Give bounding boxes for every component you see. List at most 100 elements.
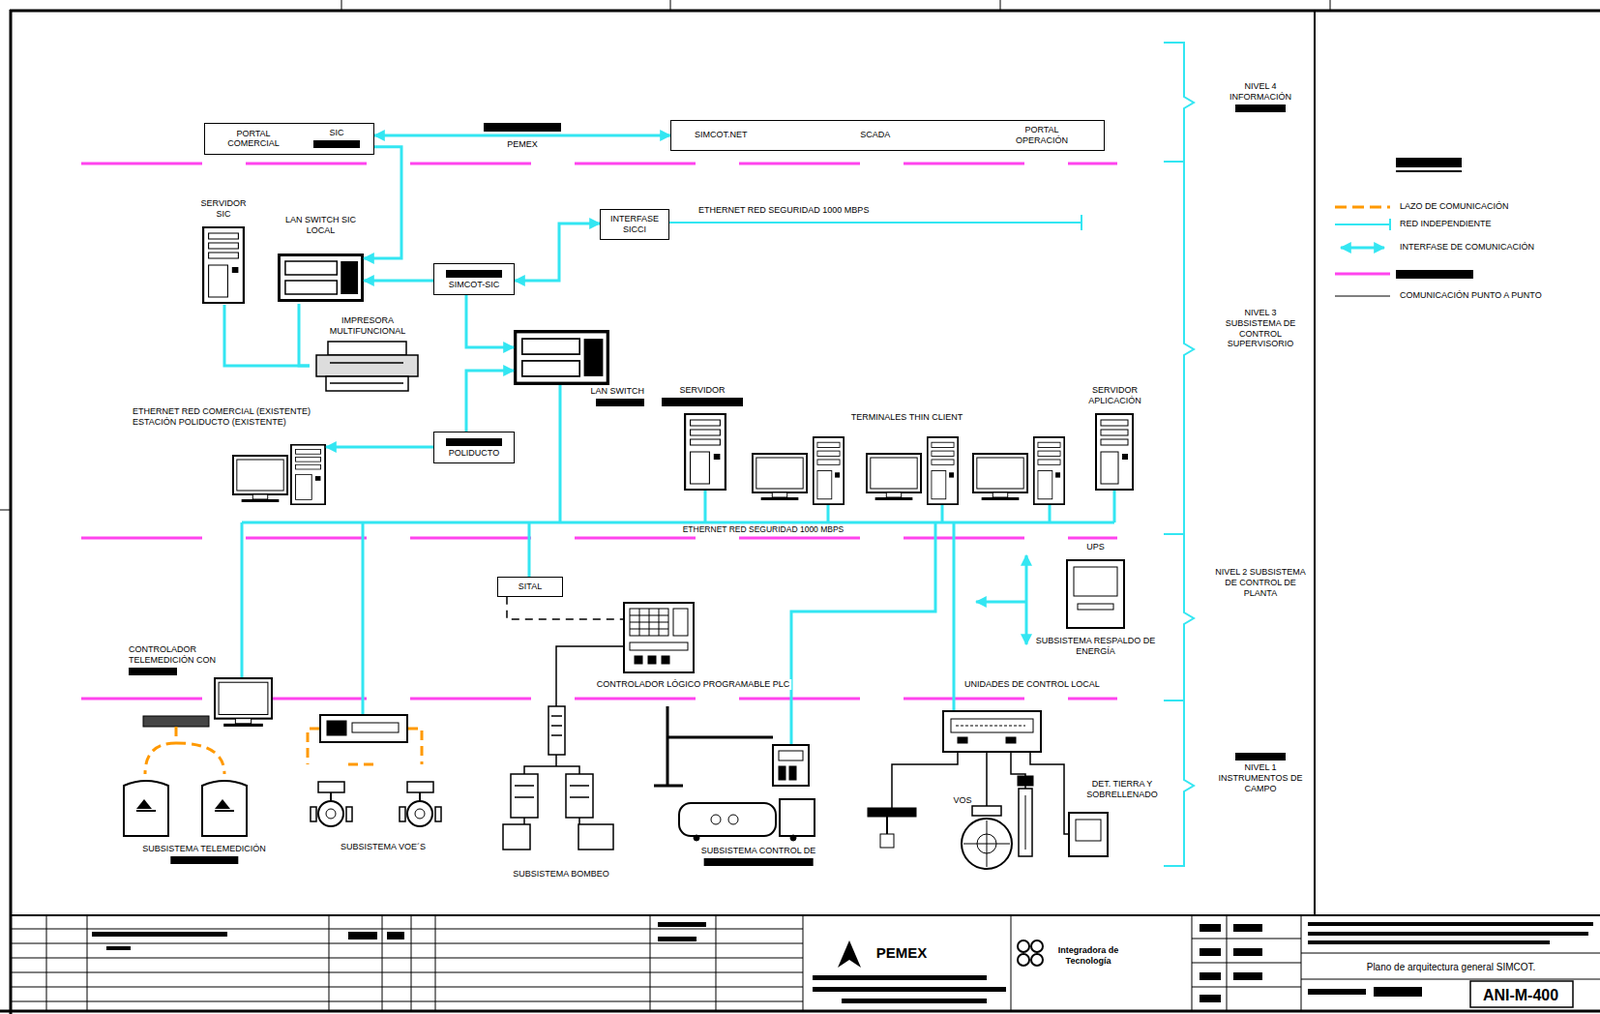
legend-entry: RED INDEPENDIENTE xyxy=(1399,218,1492,230)
node-label: ETHERNET RED COMERCIAL (EXISTENTE) ESTAC… xyxy=(132,406,326,428)
legend-entry: LAZO DE COMUNICACIÓN xyxy=(1399,201,1510,212)
redaction-bar xyxy=(313,140,360,149)
label-group: ETHERNET RED SEGURIDAD 1000 MBPS xyxy=(698,205,869,216)
text-cell: UNIDADES DE CONTROL LOCAL xyxy=(964,679,1100,690)
label-group: SUBSISTEMA TELEMEDICIÓN xyxy=(142,843,266,866)
node-label: SIMCOT.NET xyxy=(694,129,748,141)
node-label: UNIDADES DE CONTROL LOCAL xyxy=(964,679,1100,690)
text-label: SUBSISTEMA BOMBEO xyxy=(512,868,610,880)
text-cell: LAN SWITCH SIC LOCAL xyxy=(277,214,364,237)
label-group: DET. TIERRA Y SOBRELLENADO xyxy=(1081,778,1164,800)
connector xyxy=(514,223,600,281)
connector xyxy=(363,147,402,259)
equipment xyxy=(123,227,1133,869)
system-box: SITAL xyxy=(497,576,563,597)
switch-icon: LAN SWITCH xyxy=(513,329,645,409)
redaction-bar xyxy=(445,438,503,446)
title-block xyxy=(9,915,1600,1011)
text-cell: IMPRESORA MULTIFUNCIONAL xyxy=(309,315,426,337)
text-label: SUBSISTEMA VOE´S xyxy=(340,841,426,853)
connector xyxy=(466,370,514,432)
text-cell: SERVIDOR APLICACIÓN xyxy=(1068,385,1161,407)
connector xyxy=(506,596,623,620)
text-cell: SCADA xyxy=(859,129,890,141)
label-group: SUBSISTEMA VOE´S xyxy=(340,841,426,853)
text-cell: PORTAL COMERCIAL xyxy=(218,128,289,150)
text-cell: CONTROLADOR TELEMEDICIÓN CON xyxy=(128,644,226,678)
text-cell: ETHERNET RED COMERCIAL (EXISTENTE) ESTAC… xyxy=(132,406,326,428)
label-group: VOS xyxy=(952,795,972,806)
connector xyxy=(374,134,671,138)
controller-icon: CONTROLADOR TELEMEDICIÓN CON xyxy=(128,644,226,678)
label-group: ANI-M-400 xyxy=(1482,985,1559,1005)
label-group: SUBSISTEMA BOMBEO xyxy=(512,868,610,880)
node-label: SERVIDOR xyxy=(680,385,726,396)
node-label: SERVIDOR APLICACIÓN xyxy=(1068,385,1161,407)
text-label: NIVEL 2 SUBSISTEMA DE CONTROL DE PLANTA xyxy=(1214,566,1307,598)
text-label: NIVEL 4 INFORMACIÓN xyxy=(1216,81,1304,103)
ups-icon: UPS SUBSISTEMA RESPALDO DE ENERGÍA xyxy=(1035,541,1156,656)
connector xyxy=(363,279,434,283)
thin-client-group: TERMINALES THIN CLIENT xyxy=(744,412,1069,507)
label-group: NIVEL 3 SUBSISTEMA DE CONTROL SUPERVISOR… xyxy=(1220,307,1301,350)
legend-entry: COMUNICACIÓN PUNTO A PUNTO xyxy=(1399,290,1542,301)
redaction-bar xyxy=(1235,104,1286,113)
connector-label: PEMEX xyxy=(504,139,540,150)
text-label: Plano de arquitectura general SIMCOT. xyxy=(1366,961,1537,974)
node-label: CONTROLADOR TELEMEDICIÓN CON xyxy=(128,644,226,666)
label-group: NIVEL 1 INSTRUMENTOS DE CAMPO xyxy=(1214,750,1307,794)
legend-entry: INTERFASE DE COMUNICACIÓN xyxy=(1399,241,1535,253)
text-cell: POLIDUCTO xyxy=(445,436,503,459)
redaction-bar xyxy=(445,269,503,278)
workstation-icon: ETHERNET RED COMERCIAL (EXISTENTE) ESTAC… xyxy=(132,406,326,505)
portal-box: PORTAL COMERCIAL SIC xyxy=(204,122,375,155)
text-cell: PORTAL OPERACIÓN xyxy=(1003,124,1081,147)
connector xyxy=(224,304,310,366)
text-cell: LAN SWITCH xyxy=(590,385,645,409)
node-label: LAN SWITCH SIC LOCAL xyxy=(277,214,364,237)
text-cell: SIMCOT-SIC xyxy=(445,267,503,291)
text-label: Integradora de Tecnología xyxy=(1044,945,1132,967)
system-box: SIMCOT-SIC xyxy=(433,263,515,296)
text-label: PEMEX xyxy=(876,944,928,962)
system-box: SIMCOT.NET SCADA PORTAL OPERACIÓN xyxy=(670,119,1105,151)
label-group: ETHERNET RED SEGURIDAD 1000 MBPS xyxy=(680,524,848,534)
node-label: LAN SWITCH xyxy=(590,385,645,397)
text-cell: SIMCOT.NET xyxy=(694,129,748,141)
text-cell: SITAL xyxy=(518,581,542,593)
node-label: POLIDUCTO xyxy=(448,447,500,459)
control-unit-icon: UNIDADES DE CONTROL LOCAL xyxy=(943,679,1137,753)
redaction-bar xyxy=(595,398,645,407)
text-cell: UPS xyxy=(1086,541,1105,553)
server-icon: SERVIDOR APLICACIÓN xyxy=(1068,385,1161,492)
node-label: SUBSISTEMA RESPALDO DE ENERGÍA xyxy=(1035,635,1156,657)
label-group: Plano de arquitectura general SIMCOT. xyxy=(1366,961,1537,974)
text-cell: TERMINALES THIN CLIENT xyxy=(851,412,963,423)
text-label: ANI-M-400 xyxy=(1482,985,1559,1005)
level-bracket xyxy=(1163,42,1194,866)
node-label: CONTROLADOR LÓGICO PROGRAMABLE PLC xyxy=(594,679,793,690)
text-cell: SERVIDOR SIC xyxy=(193,198,254,220)
system-box: POLIDUCTO xyxy=(433,431,515,464)
node-label: SIC xyxy=(328,127,344,139)
text-label: NIVEL 1 INSTRUMENTOS DE CAMPO xyxy=(1214,762,1307,794)
switch-icon: LAN SWITCH SIC LOCAL xyxy=(277,214,364,304)
text-cell: SUBSISTEMA RESPALDO DE ENERGÍA xyxy=(1035,635,1156,657)
text-label: ETHERNET RED SEGURIDAD 1000 MBPS xyxy=(680,524,848,534)
redaction-bar xyxy=(704,858,814,866)
level-divider xyxy=(81,163,1118,699)
text-label: DET. TIERRA Y SOBRELLENADO xyxy=(1081,778,1164,800)
label-group: Integradora de Tecnología xyxy=(1044,945,1132,967)
label-group: NIVEL 2 SUBSISTEMA DE CONTROL DE PLANTA xyxy=(1214,566,1307,598)
interface-box: INTERFASE SICCI xyxy=(599,208,670,240)
text-cell: SIC xyxy=(313,127,360,150)
label-group: SUBSISTEMA CONTROL DE xyxy=(701,845,817,868)
node-label: SITAL xyxy=(518,581,542,593)
text-cell: INTERFASE SICCI xyxy=(606,213,663,236)
network-line xyxy=(669,214,1082,231)
node-label: TERMINALES THIN CLIENT xyxy=(851,412,963,423)
connector xyxy=(325,445,434,449)
